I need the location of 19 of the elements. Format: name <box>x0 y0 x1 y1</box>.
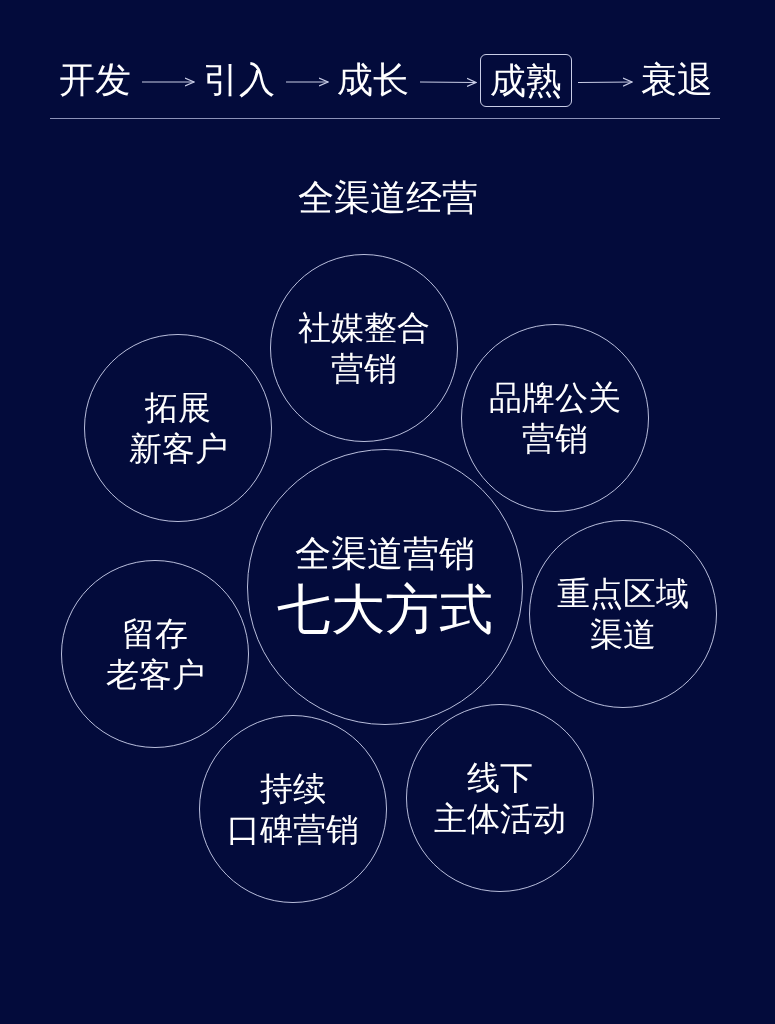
stage-label: 衰退 <box>636 60 718 100</box>
highlighted-stage-label: 成熟 <box>480 54 572 107</box>
circle-label: 留存老客户 <box>105 612 205 696</box>
circle-label: 品牌公关营销 <box>489 376 621 460</box>
circle-label: 线下主体活动 <box>434 756 566 840</box>
circle-label: 重点区域渠道 <box>557 572 689 656</box>
arrow <box>577 77 633 87</box>
arrow <box>419 77 477 87</box>
circle-heading: 七大方式 <box>277 576 493 643</box>
circle-label: 持续口碑营销 <box>227 767 359 851</box>
stage-label: 开发 <box>54 60 136 100</box>
section-heading: 全渠道经营 <box>296 176 479 220</box>
arrow <box>141 77 195 87</box>
arrow <box>285 77 329 87</box>
circle-label: 社媒整合营销 <box>298 306 430 390</box>
stage-label: 成长 <box>332 60 414 100</box>
circle-label: 拓展新客户 <box>128 386 228 470</box>
stage-label: 引入 <box>198 60 280 100</box>
circle-label: 全渠道营销 <box>295 531 475 576</box>
